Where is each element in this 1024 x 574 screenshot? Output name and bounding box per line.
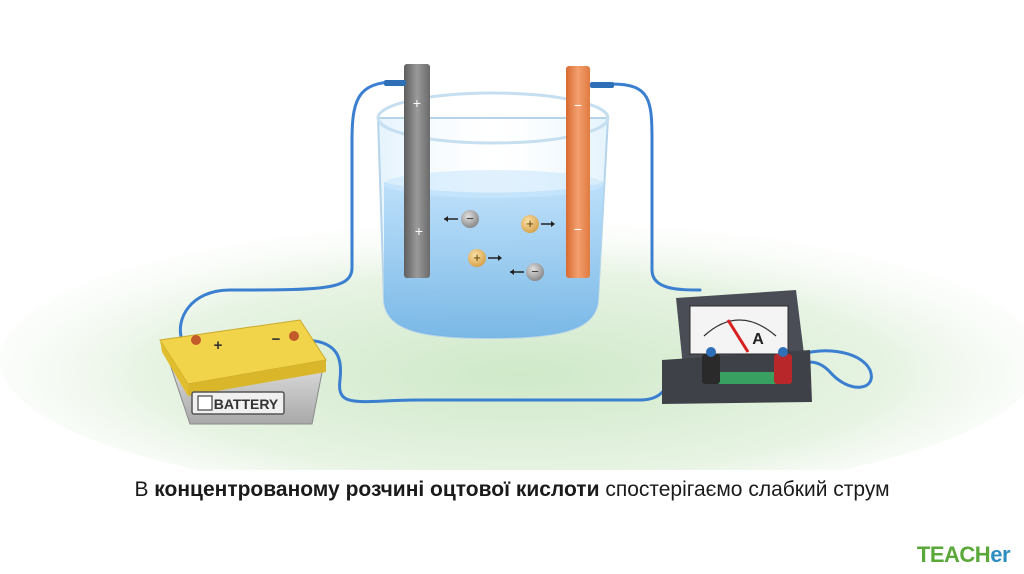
caption: В концентрованому розчині оцтової кислот… [0,478,1024,502]
cathode-minus-label: − [574,97,582,113]
battery-label: BATTERY [214,396,279,412]
logo-part2: er [990,542,1010,567]
anode-plus-label: + [413,95,421,111]
logo-part1: TEACH [917,542,990,567]
svg-text:+: + [526,216,534,231]
battery-plus-label: + [214,337,223,354]
teacher-logo: TEACHer [917,542,1010,568]
ammeter: A [662,290,812,404]
anode-plus-label-lower: + [415,223,423,239]
ammeter-label: A [752,331,764,348]
caption-part1: В [134,478,154,501]
caption-part2: спостерігаємо слабкий струм [599,478,889,501]
battery-minus-label: − [272,331,281,348]
svg-text:−: − [531,264,539,279]
cathode-minus-label-lower: − [574,221,582,237]
caption-bold: концентрованому розчині оцтової кислоти [154,478,599,501]
electrolysis-circuit-diagram: + + − − − + + − [0,0,1024,470]
svg-text:−: − [466,211,474,226]
svg-text:+: + [473,250,481,265]
